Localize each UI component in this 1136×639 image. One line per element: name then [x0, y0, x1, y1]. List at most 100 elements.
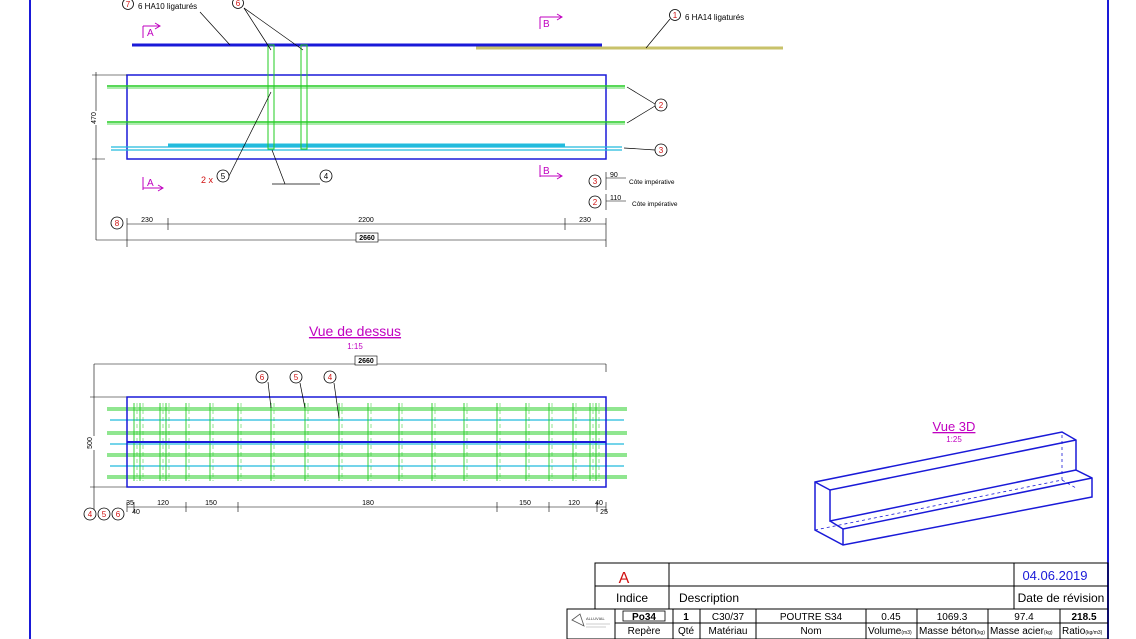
callout-circle: [97, 507, 111, 521]
view3d-title: Vue 3D: [933, 419, 976, 434]
view-3d: Vue 3D 1:25: [814, 419, 1093, 546]
logo-text: ALLUVIAL: [586, 616, 605, 621]
plan-dim-25-bottom: 25: [600, 509, 608, 516]
callout-5-prefix: 2 x: [201, 175, 214, 185]
plan-dim-150-left: 150: [205, 500, 217, 507]
plan-callout-4: 4: [328, 373, 333, 382]
callout-8: 8: [115, 219, 120, 228]
imperative-bracket: [605, 172, 626, 190]
dim-ticks: [126, 218, 607, 247]
callout-circle: [289, 370, 303, 384]
dim-total-box: [355, 232, 379, 243]
section-mark-b-bottom: B: [543, 166, 550, 177]
elevation-view: A B A B 7 6 HA10 ligaturés 6 1 6 HA14 li…: [89, 0, 783, 247]
leader-line: [333, 382, 340, 419]
callout-circle: [588, 195, 602, 209]
callout-7-text: 6 HA10 ligaturés: [138, 2, 197, 11]
leader-line: [626, 86, 656, 105]
callout-1: 1: [673, 11, 678, 20]
section-arrow-icon: [539, 13, 563, 29]
leader-line: [623, 147, 656, 151]
callout-circle: [654, 98, 668, 112]
callout-circle: [669, 9, 681, 21]
plan-bottom-callout-6: 6: [116, 510, 121, 519]
leader-line: [228, 91, 272, 177]
plan-callout-5: 5: [294, 373, 299, 382]
leader-line: [267, 381, 272, 409]
volume-value: 0.45: [881, 612, 901, 623]
plan-callout-6: 6: [260, 373, 265, 382]
title-block-grid: [566, 562, 1109, 639]
date-label: Date de révision: [1018, 591, 1105, 605]
callout-circle: [588, 174, 602, 188]
elevation-height-dim: 470: [91, 112, 98, 124]
imperative-2-text: Côte impérative: [632, 201, 678, 208]
leader-line: [626, 105, 656, 124]
qte-value: 1: [683, 612, 689, 623]
leader-line: [271, 149, 286, 185]
title-block: A 04.06.2019 Indice Description Date de …: [566, 562, 1109, 639]
plan-dim-35: 35: [126, 500, 134, 507]
imperative-3-value: 90: [610, 172, 618, 179]
callout-circle: [122, 0, 134, 10]
plan-dim-120-right: 120: [568, 500, 580, 507]
section-mark-b-top: B: [543, 19, 550, 30]
beam-outline-elevation: [126, 74, 607, 160]
dim-right: 230: [579, 217, 591, 224]
volume-header: Volume(m3): [868, 626, 912, 637]
dim-line-vertical: [92, 72, 127, 240]
ratio-header: Ratio(kg/m3): [1062, 626, 1103, 637]
callout-circle: [83, 507, 97, 521]
beam-3d-hidden-lines: [814, 432, 1077, 531]
callout-4: 4: [324, 172, 329, 181]
repere-header: Repère: [628, 626, 661, 637]
plan-height-dim: 500: [87, 437, 94, 449]
plan-view: Vue de dessus 1:15 2660 500 6 5 4 35 120…: [83, 323, 627, 521]
dim-label-bg: [89, 111, 98, 125]
company-logo: ALLUVIAL: [571, 613, 610, 628]
imperative-bracket: [605, 194, 626, 210]
plan-height-ticks: [90, 396, 127, 488]
section-mark-a-top: A: [147, 28, 154, 39]
section-arrow-icon: [539, 165, 563, 180]
plan-dim-total: 2660: [358, 358, 374, 365]
plan-dim-120-left: 120: [157, 500, 169, 507]
leader-line: [299, 382, 306, 409]
beam-3d-outline: [814, 431, 1093, 546]
callout-circle: [232, 0, 244, 9]
nom-value: POUTRE S34: [780, 612, 843, 623]
stirrup-a: [267, 44, 275, 150]
view3d-scale: 1:25: [946, 435, 962, 444]
imperative-2-num: 2: [593, 198, 598, 207]
stirrup-b: [300, 44, 308, 150]
plan-rebar-grid: [107, 403, 627, 481]
section-arrow-icon: [142, 177, 164, 192]
plan-dim-total-box: [354, 355, 378, 366]
imperative-2-value: 110: [610, 195, 621, 202]
leader-line: [243, 7, 272, 51]
masse-beton-header: Masse béton(kg): [919, 626, 985, 637]
plan-dim-40-left-bottom: 40: [132, 509, 140, 516]
callout-5: 5: [221, 172, 226, 181]
callout-2: 2: [659, 101, 664, 110]
materiau-header: Matériau: [709, 626, 748, 637]
indice-value: A: [619, 570, 630, 587]
repere-value: Po34: [632, 612, 656, 623]
masse-acier-header: Masse acier(kg): [990, 626, 1053, 637]
callout-circle: [323, 370, 337, 384]
materiau-value: C30/37: [712, 612, 745, 623]
leader-line: [199, 11, 231, 46]
dim-left: 230: [141, 217, 153, 224]
revision-date: 04.06.2019: [1022, 568, 1087, 583]
callout-1-text: 6 HA14 ligaturés: [685, 13, 744, 22]
leader-line: [243, 7, 304, 51]
plan-view-scale: 1:15: [347, 342, 363, 351]
dim-label-bg: [86, 436, 95, 450]
plan-dim-180: 180: [362, 500, 374, 507]
logo-mark-icon: [571, 613, 585, 627]
imperative-3-num: 3: [593, 177, 598, 186]
section-mark-a-bottom: A: [147, 178, 154, 189]
plan-bottom-callout-4: 4: [88, 510, 93, 519]
nom-header: Nom: [800, 626, 821, 637]
